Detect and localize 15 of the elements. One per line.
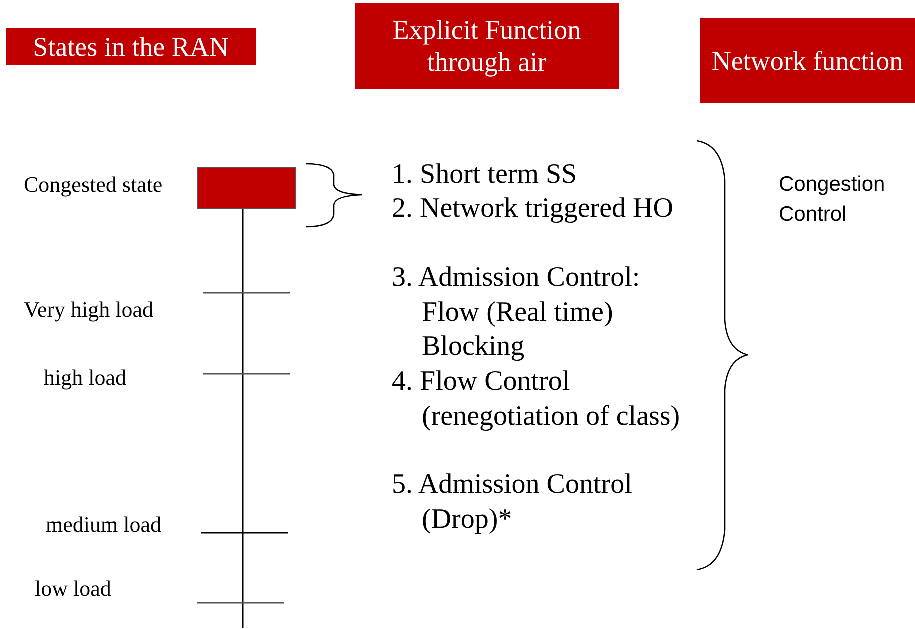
header-box: Network function	[700, 18, 915, 103]
load-level-label: high load	[44, 365, 126, 391]
load-level-label: low load	[35, 576, 112, 602]
load-level-label: medium load	[46, 512, 162, 538]
list-item: 2. Network triggered HO	[392, 192, 674, 226]
function-label: Congestion Control	[779, 172, 886, 228]
load-level-label: Very high load	[24, 297, 154, 323]
list-item: 3. Admission Control: Flow (Real time) Blocking	[392, 261, 642, 364]
state-label: Congested state	[24, 172, 163, 198]
state-bar	[197, 167, 296, 209]
header-box: States in the RAN	[6, 28, 256, 65]
header-box: Explicit Function through air	[355, 3, 619, 89]
list-item: 5. Admission Control (Drop)*	[392, 468, 634, 536]
list-item: 4. Flow Control (renegotiation of class)	[392, 365, 682, 434]
list-item: 1. Short term SS	[392, 158, 578, 192]
